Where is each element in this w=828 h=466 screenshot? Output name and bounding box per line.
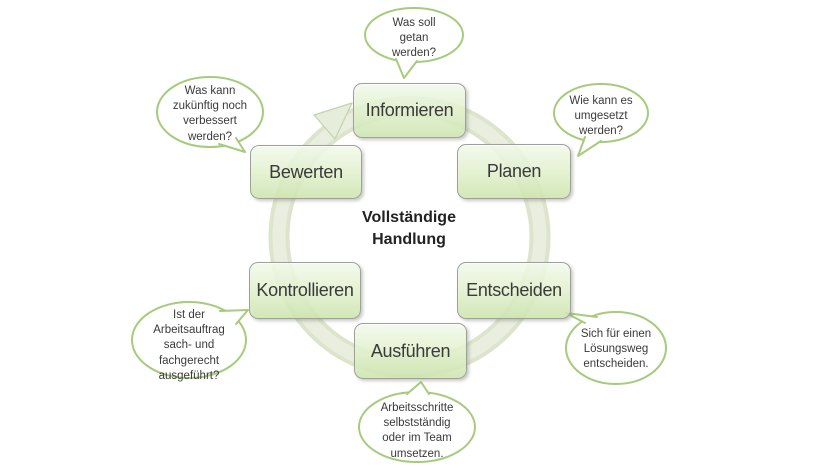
step-label-ausfuehren: Ausführen [370,340,451,361]
step-box-kontrollieren: Kontrollieren [249,262,361,319]
step-box-entscheiden: Entscheiden [457,262,571,319]
step-label-planen: Planen [486,161,542,181]
cycle-arrowhead-icon [313,102,353,140]
bubble-text-bottom-right: Sich für einen Lösungsweg entscheiden. [580,328,652,371]
bubble-text-bottom-left: Ist der Arbeitsauftrag sach- und fachger… [153,309,225,382]
speech-bubble-shape-top-left [156,76,264,153]
step-label-informieren: Informieren [365,100,454,120]
speech-bubble-shape-top-right [553,83,649,157]
speech-bubble-shape-bottom [358,381,476,463]
cycle-title: Vollständige Handlung [362,209,456,248]
step-label-kontrollieren: Kontrollieren [256,280,354,300]
bubble-text-top: Was soll getan werden? [391,17,437,60]
speech-bubble-shape-bottom-right [565,311,667,385]
step-label-bewerten: Bewerten [269,161,343,182]
step-box-planen: Planen [457,144,571,199]
bubble-text-top-right: Wie kann es umgesetzt werden? [569,95,633,138]
speech-bubble-shape-top [364,7,464,79]
bubble-text-top-left: Was kann zukünftig noch verbessert werde… [172,85,248,143]
step-label-entscheiden: Entscheiden [466,280,562,300]
step-box-ausfuehren: Ausführen [354,323,467,379]
bubble-text-bottom: Arbeitsschritte selbstständig oder im Te… [380,402,454,460]
speech-bubble-shape-bottom-left [131,301,249,379]
step-box-informieren: Informieren [353,83,466,138]
step-box-bewerten: Bewerten [250,145,362,199]
